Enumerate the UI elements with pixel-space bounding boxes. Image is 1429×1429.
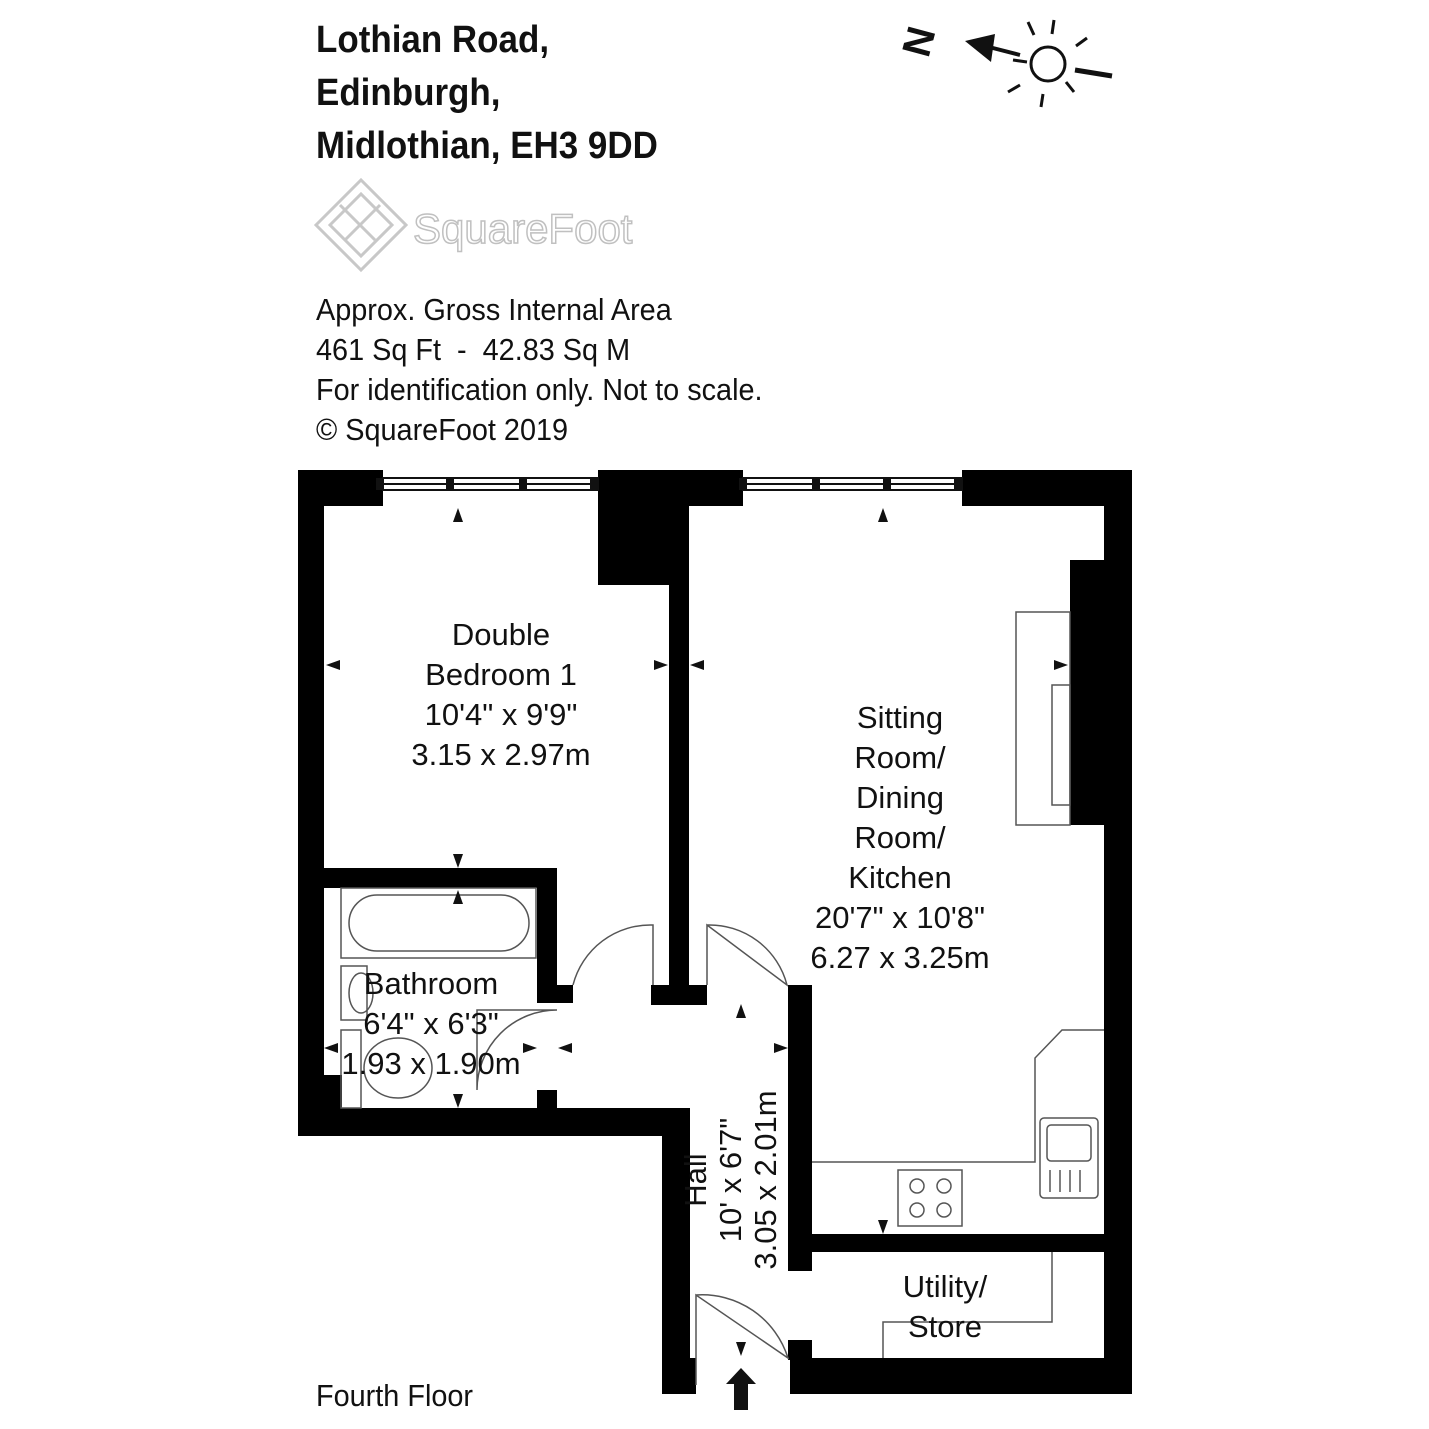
utility-name-2: Store [908, 1309, 982, 1344]
bedroom-name-2: Bedroom 1 [425, 657, 577, 692]
logo-text: SquareFoot [413, 205, 633, 252]
address-line-3: Midlothian, EH3 9DD [316, 125, 658, 167]
north-letter: N [894, 22, 944, 61]
hall-imperial: 10' x 6'7" [713, 1118, 748, 1243]
utility-name-1: Utility/ [903, 1269, 988, 1304]
room-sitting: Sitting Room/ Dining Room/ Kitchen 20'7"… [810, 700, 989, 975]
compass-icon: N [894, 19, 1113, 108]
area-title: Approx. Gross Internal Area [316, 292, 672, 327]
fixtures [340, 611, 1104, 1358]
bedroom-imperial: 10'4" x 9'9" [425, 697, 578, 732]
doors [476, 923, 790, 1385]
bedroom-name-1: Double [452, 617, 550, 652]
entrance-arrow-icon [726, 1368, 756, 1410]
fireplace-icon [1015, 611, 1071, 826]
sitting-imperial: 20'7" x 10'8" [815, 900, 985, 935]
sitting-name-5: Kitchen [848, 860, 951, 895]
bathroom-imperial: 6'4" x 6'3" [363, 1006, 499, 1041]
hob-icon [897, 1169, 963, 1227]
disclaimer: For identification only. Not to scale. [316, 372, 763, 407]
sitting-name-4: Room/ [854, 820, 946, 855]
dimension-arrows [324, 508, 1068, 1410]
copyright: © SquareFoot 2019 [316, 412, 569, 447]
area-value: 461 Sq Ft - 42.83 Sq M [316, 332, 631, 367]
squarefoot-logo: SquareFoot [313, 177, 634, 273]
sitting-metric: 6.27 x 3.25m [810, 940, 989, 975]
hall-name: Hall [678, 1153, 713, 1206]
bedroom-metric: 3.15 x 2.97m [411, 737, 590, 772]
worktop [812, 1029, 1104, 1163]
bath-inner [348, 894, 530, 952]
sitting-name-3: Dining [856, 780, 944, 815]
floor-label: Fourth Floor [316, 1378, 474, 1413]
sitting-name-2: Room/ [854, 740, 946, 775]
sink-icon [1039, 1117, 1099, 1199]
utility-shelf [882, 1252, 1053, 1358]
bath-icon [340, 887, 537, 959]
area-info: Approx. Gross Internal Area 461 Sq Ft - … [316, 290, 763, 450]
hall-metric: 3.05 x 2.01m [748, 1090, 783, 1269]
bathroom-metric: 1.93 x 1.90m [341, 1046, 520, 1081]
room-bathroom: Bathroom 6'4" x 6'3" 1.93 x 1.90m [341, 966, 520, 1081]
basin-icon [340, 965, 368, 1021]
toilet-icon [340, 1029, 362, 1109]
room-hall: Hall 10' x 6'7" 3.05 x 2.01m [678, 1090, 783, 1269]
address-line-1: Lothian Road, [316, 19, 550, 61]
address-line-2: Edinburgh, [316, 72, 501, 114]
address-header: Lothian Road, Edinburgh, Midlothian, EH3… [316, 14, 658, 173]
bathroom-name: Bathroom [364, 966, 498, 1001]
walls [298, 470, 1132, 1394]
room-utility: Utility/ Store [903, 1269, 988, 1344]
sitting-name-1: Sitting [857, 700, 943, 735]
room-bedroom: Double Bedroom 1 10'4" x 9'9" 3.15 x 2.9… [411, 617, 590, 772]
sun-icon [1029, 45, 1067, 83]
